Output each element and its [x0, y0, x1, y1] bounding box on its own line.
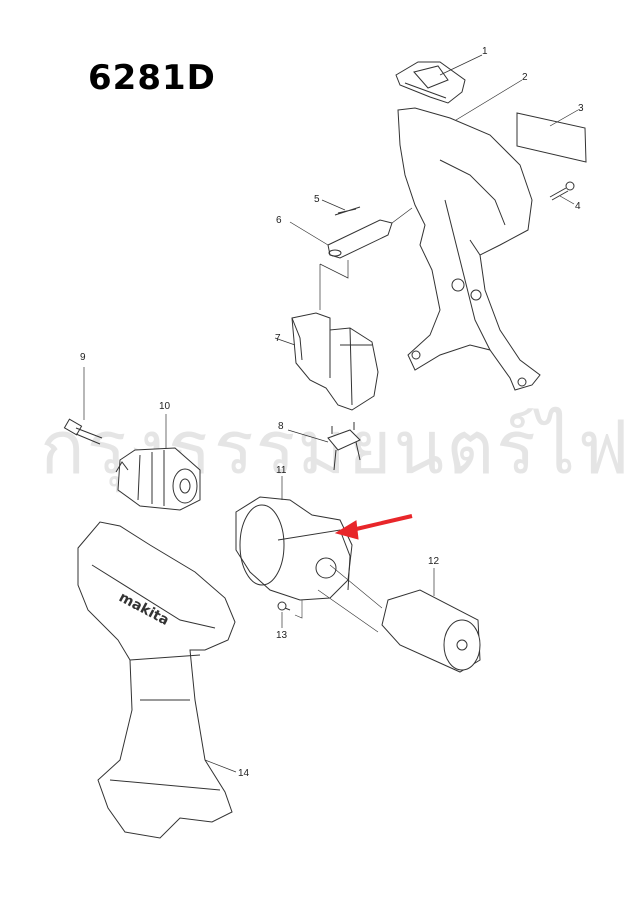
part-12-dc-motor[interactable] [317, 564, 481, 673]
part-9-bolt[interactable] [63, 367, 103, 445]
part-label-1: 1 [482, 46, 488, 57]
part-label-14: 14 [238, 768, 250, 779]
part-label-7: 7 [275, 333, 281, 344]
part-14-housing-l[interactable]: makita [77, 521, 237, 839]
part-label-4: 4 [575, 201, 581, 212]
part-4-tapping-screw[interactable] [549, 181, 575, 205]
part-label-5: 5 [314, 194, 320, 205]
part-2-housing-r[interactable] [397, 79, 541, 391]
part-label-10: 10 [159, 401, 171, 412]
part-5-spring[interactable] [321, 199, 361, 216]
part-1-switch-cover[interactable] [395, 54, 483, 104]
model-number-title: 6281D [88, 58, 216, 98]
part-label-3: 3 [578, 103, 584, 114]
part-label-6: 6 [276, 215, 282, 226]
part-11-gear-assembly[interactable] [235, 476, 353, 601]
part-label-12: 12 [428, 556, 440, 567]
part-label-11: 11 [276, 465, 287, 476]
part-label-8: 8 [278, 421, 284, 432]
part-6-switch-lever[interactable] [289, 207, 413, 310]
part-8-terminal[interactable] [287, 422, 361, 471]
part-7-switch[interactable] [274, 312, 379, 411]
part-label-2: 2 [522, 72, 528, 83]
part-13-pan-head-screw[interactable] [277, 600, 303, 628]
part-3-name-plate[interactable] [516, 109, 587, 163]
part-label-9: 9 [80, 352, 86, 363]
part-label-13: 13 [276, 630, 288, 641]
part-10-keyless-drill-chuck[interactable] [115, 414, 201, 511]
highlight-arrow [334, 514, 413, 540]
